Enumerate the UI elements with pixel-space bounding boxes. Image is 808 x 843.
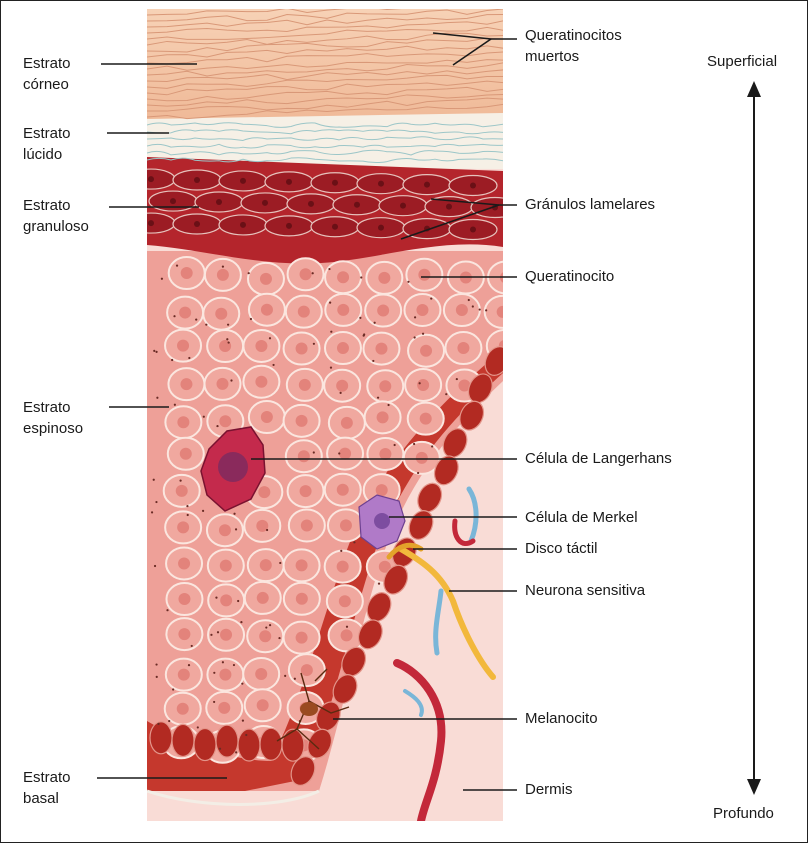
- label-text: Estrato: [23, 397, 143, 418]
- label-celula-merkel: Célula de Merkel: [525, 507, 638, 528]
- label-celula-langerhans: Célula de Langerhans: [525, 448, 672, 469]
- label-text: córneo: [23, 74, 143, 95]
- depth-arrow: [747, 81, 761, 795]
- stratum-corneum: [147, 9, 503, 127]
- label-estrato-espinoso: Estrato espinoso: [23, 397, 143, 439]
- label-text: muertos: [525, 46, 622, 67]
- label-text: Estrato: [23, 123, 143, 144]
- label-queratinocito: Queratinocito: [525, 266, 614, 287]
- label-text: Estrato: [23, 53, 143, 74]
- label-text: Estrato: [23, 195, 143, 216]
- label-granulos-lamelares: Gránulos lamelares: [525, 194, 655, 215]
- label-neurona-sensitiva: Neurona sensitiva: [525, 580, 645, 601]
- label-text: Estrato: [23, 767, 143, 788]
- label-profundo: Profundo: [713, 805, 774, 822]
- label-estrato-lucido: Estrato lúcido: [23, 123, 143, 165]
- label-text: lúcido: [23, 144, 143, 165]
- label-estrato-corneo: Estrato córneo: [23, 53, 143, 95]
- label-text: espinoso: [23, 418, 143, 439]
- label-text: granuloso: [23, 216, 143, 237]
- label-estrato-basal: Estrato basal: [23, 767, 143, 809]
- label-text: Queratinocitos: [525, 25, 622, 46]
- label-estrato-granuloso: Estrato granuloso: [23, 195, 143, 237]
- label-dermis: Dermis: [525, 779, 573, 800]
- label-text: basal: [23, 788, 143, 809]
- label-disco-tactil: Disco táctil: [525, 538, 598, 559]
- label-melanocito: Melanocito: [525, 708, 598, 729]
- label-queratinocitos-muertos: Queratinocitos muertos: [525, 25, 622, 67]
- label-superficial: Superficial: [707, 53, 777, 70]
